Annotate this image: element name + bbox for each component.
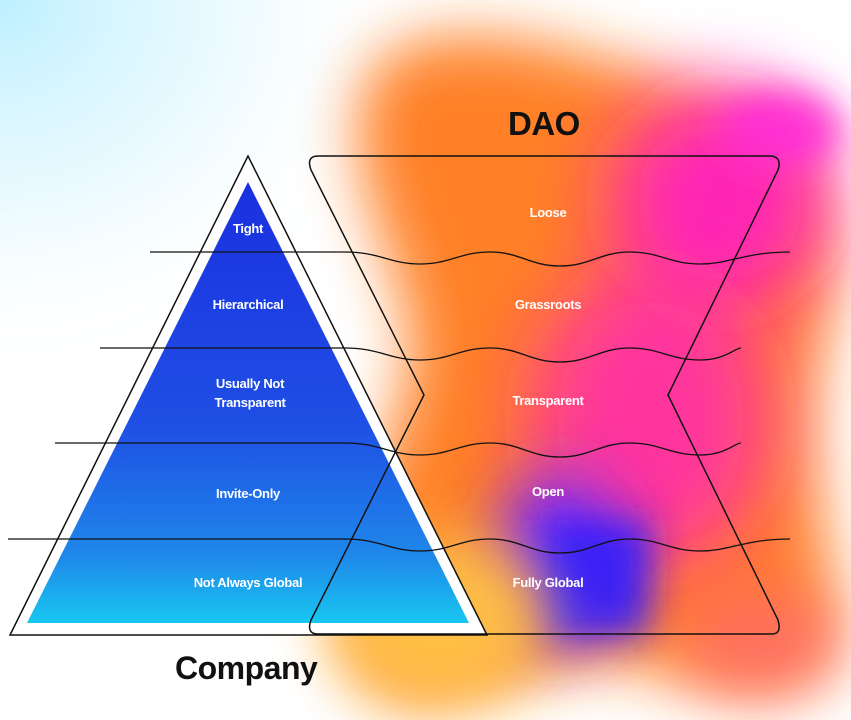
company-tier-label: Invite-Only [216,484,280,503]
company-tier-4-text: Invite-Only [216,486,280,501]
dao-tier-4-label: Open [532,482,564,501]
company-tier-label: Hierarchical [213,295,284,314]
dao-tier-2-label: Grassroots [515,295,581,314]
company-tier-label: Tight [233,219,263,238]
company-title: Company [175,650,317,687]
company-tier-1-text: Tight [233,221,263,236]
company-tier-label: Not Always Global [194,573,303,592]
dao-title: DAO [508,105,580,143]
dao-tier-1-label: Loose [530,203,567,222]
company-tier-3-line2: Transparent [214,393,285,412]
company-tier-label: Usually Not Transparent [214,374,285,412]
company-tier-3-line1: Usually Not [214,374,285,393]
dao-tier-3-label: Transparent [512,391,583,410]
dao-tier-5-label: Fully Global [513,573,584,592]
company-tier-5-text: Not Always Global [194,575,303,590]
company-tier-2-text: Hierarchical [213,297,284,312]
